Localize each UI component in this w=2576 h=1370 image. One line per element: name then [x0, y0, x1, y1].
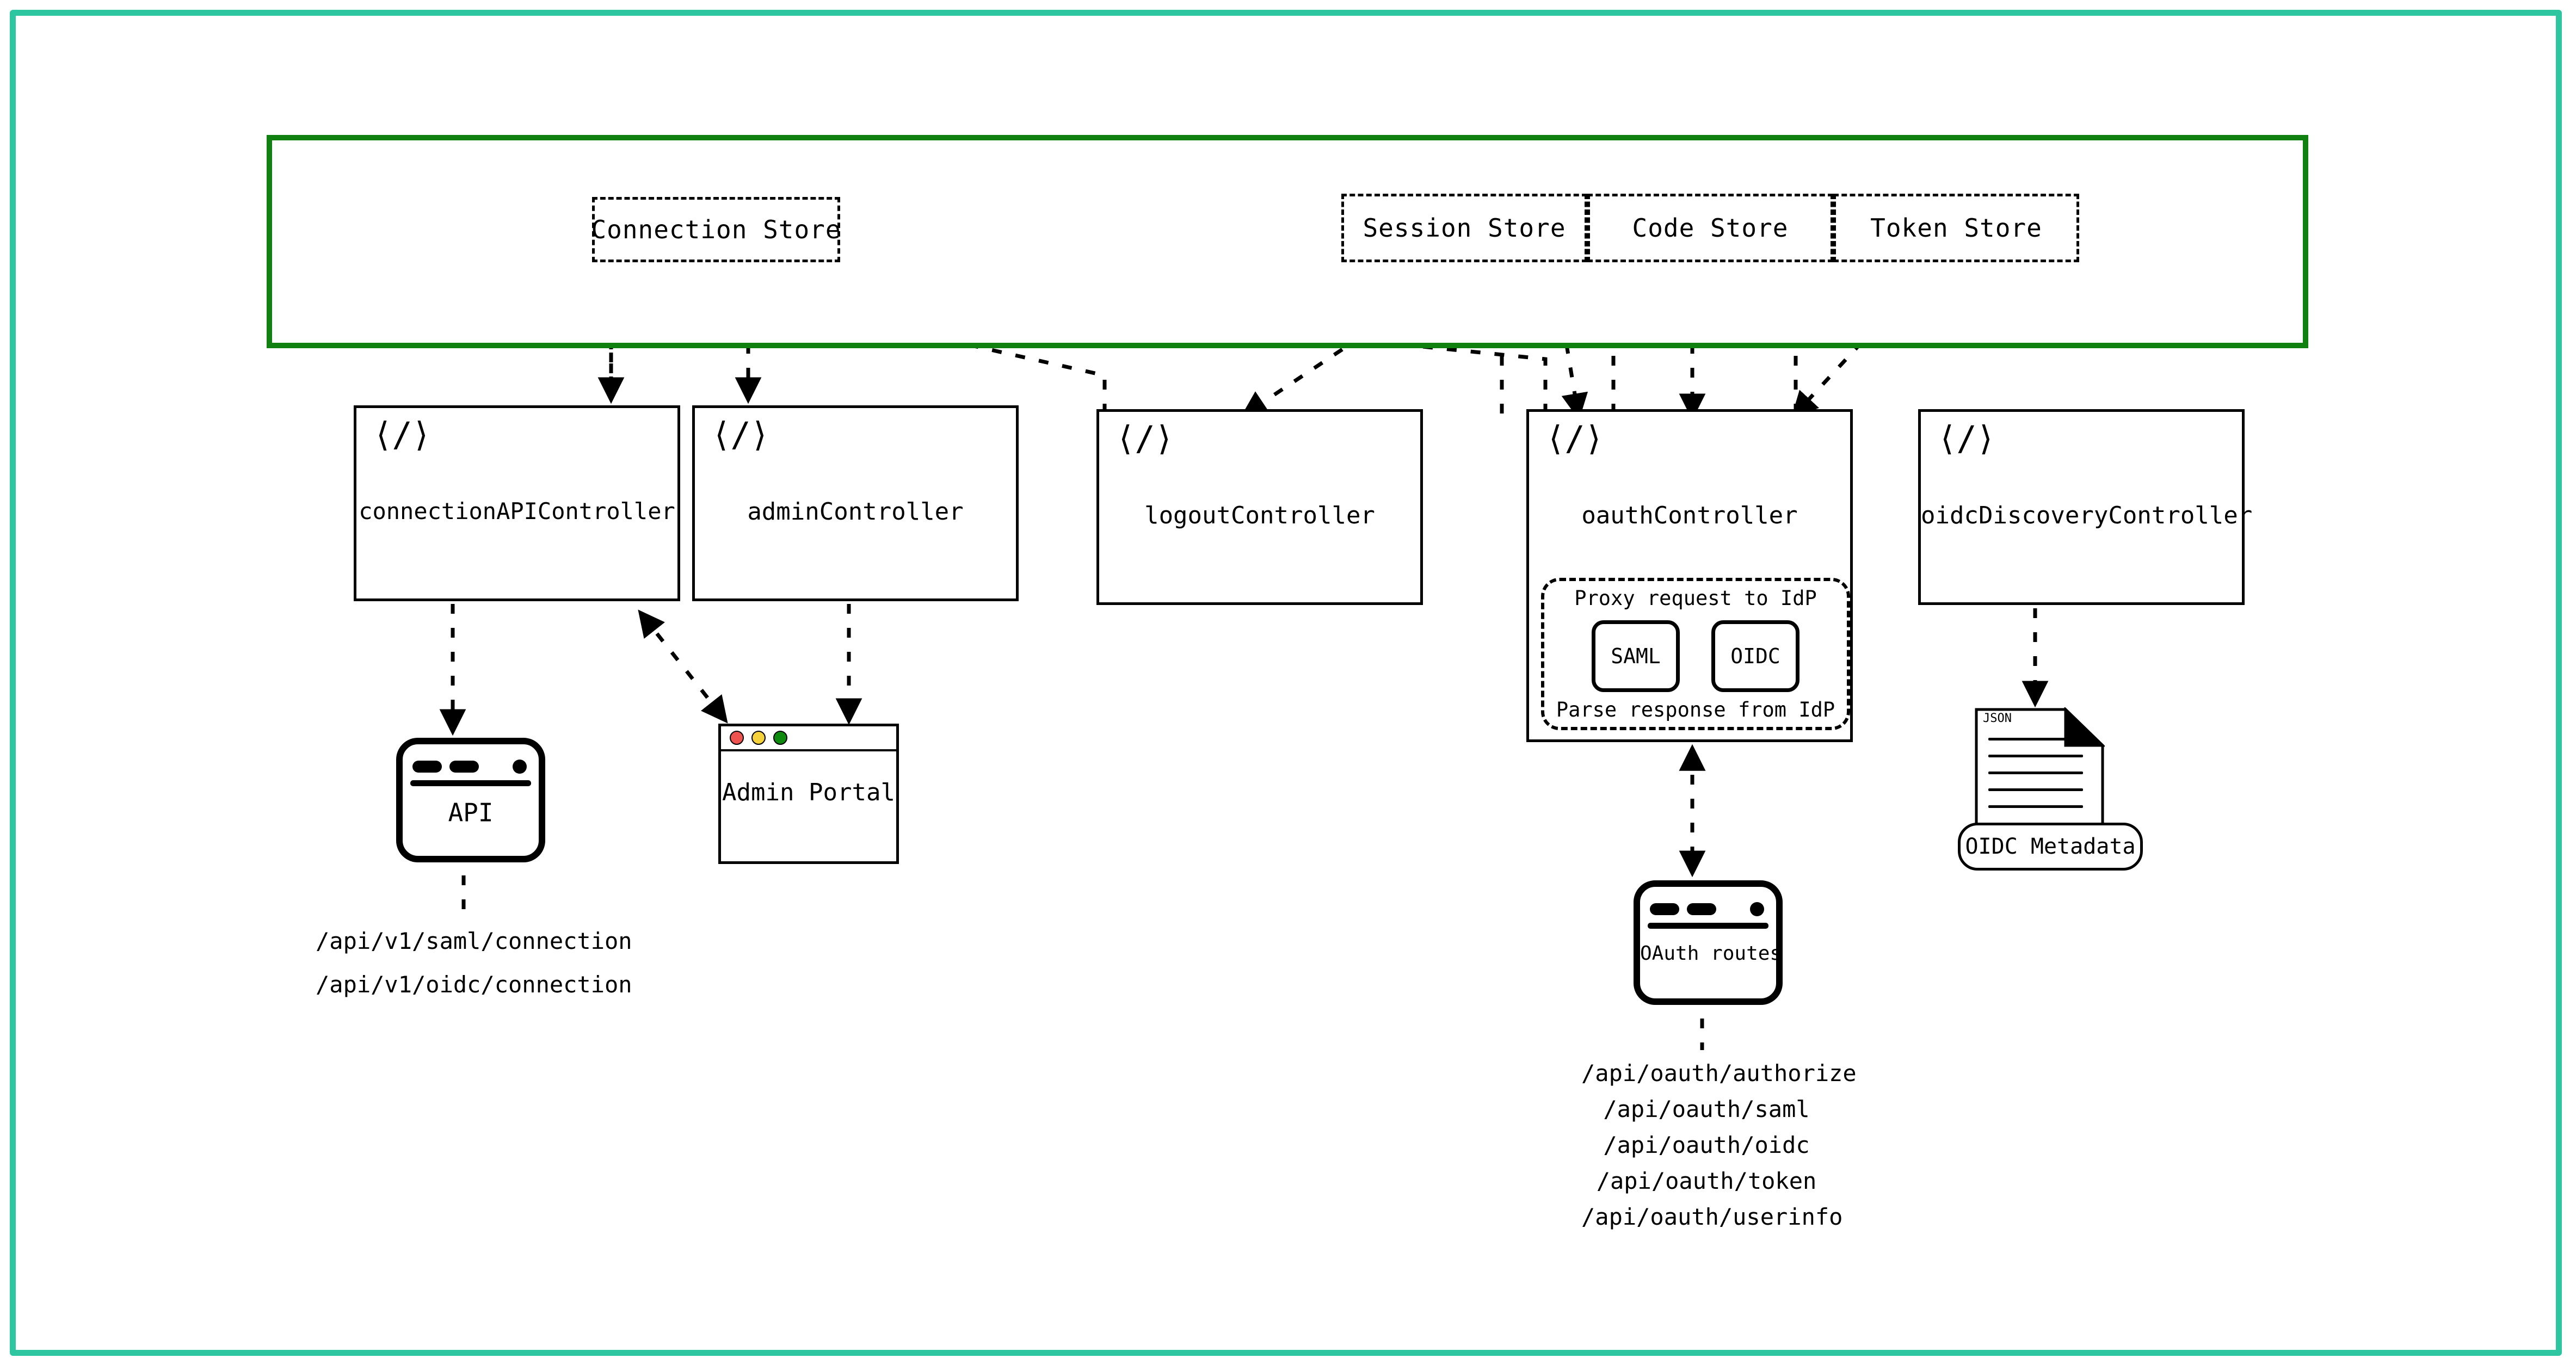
connection-api-controller-box[interactable]: ⟨/⟩ connectionAPIController — [354, 405, 680, 601]
window-control-bar-1 — [1650, 903, 1679, 915]
oauth-routes-label: OAuth routes — [1640, 942, 1782, 965]
session-store-label: Session Store — [1363, 213, 1566, 243]
controller-label: connectionAPIController — [359, 498, 675, 524]
code-store-box[interactable]: Code Store — [1587, 194, 1833, 262]
route-item: /api/v1/oidc/connection — [316, 971, 632, 998]
window-divider — [410, 780, 531, 786]
oidc-pill[interactable]: OIDC — [1711, 620, 1799, 692]
admin-portal-label: Admin Portal — [722, 779, 895, 806]
token-store-box[interactable]: Token Store — [1833, 194, 2079, 262]
maximize-dot-icon — [773, 731, 787, 745]
window-control-bar-2 — [1687, 903, 1716, 915]
connection-store-box[interactable]: Connection Store — [591, 197, 841, 262]
saml-label: SAML — [1611, 644, 1661, 668]
route-item: /api/oauth/saml — [1603, 1096, 1810, 1122]
outer-frame-border — [10, 10, 2562, 1356]
route-item: /api/oauth/token — [1596, 1168, 1817, 1194]
admin-portal-window[interactable]: Admin Portal — [718, 724, 899, 864]
connection-routes-list: /api/v1/saml/connection /api/v1/oidc/con… — [316, 919, 632, 1007]
controller-label: logoutController — [1144, 502, 1375, 529]
saml-pill[interactable]: SAML — [1592, 620, 1680, 692]
oidc-label: OIDC — [1730, 644, 1780, 668]
code-icon: ⟨/⟩ — [373, 415, 432, 454]
window-control-dot — [1750, 902, 1764, 916]
route-item: /api/v1/saml/connection — [316, 928, 632, 954]
api-label: API — [448, 798, 494, 828]
proxy-idp-box: Proxy request to IdP SAML OIDC Parse res… — [1541, 578, 1850, 730]
controller-label: adminController — [747, 498, 964, 526]
code-store-label: Code Store — [1632, 213, 1789, 243]
browser-titlebar — [721, 726, 896, 751]
proxy-request-label: Proxy request to IdP — [1574, 587, 1817, 610]
controller-label: oidcDiscoveryController — [1921, 502, 2253, 529]
oidc-metadata-text: OIDC Metadata — [1965, 834, 2136, 859]
route-item: /api/oauth/authorize — [1581, 1060, 1857, 1087]
json-type-label: JSON — [1983, 712, 2012, 725]
route-item: /api/oauth/oidc — [1603, 1132, 1810, 1158]
oidc-metadata-label[interactable]: OIDC Metadata — [1958, 823, 2143, 871]
route-item: /api/oauth/userinfo — [1581, 1204, 1843, 1230]
window-control-bar-1 — [412, 761, 442, 773]
window-titlebar — [1650, 897, 1766, 923]
code-icon: ⟨/⟩ — [1116, 418, 1174, 458]
admin-controller-box[interactable]: ⟨/⟩ adminController — [692, 405, 1019, 601]
oauth-controller-box[interactable]: ⟨/⟩ oauthController Proxy request to IdP… — [1526, 409, 1853, 742]
window-titlebar — [412, 754, 529, 780]
token-store-label: Token Store — [1870, 213, 2042, 243]
session-store-box[interactable]: Session Store — [1341, 194, 1587, 262]
logout-controller-box[interactable]: ⟨/⟩ logoutController — [1096, 409, 1423, 605]
controller-label: oauthController — [1581, 502, 1798, 529]
close-dot-icon — [730, 731, 744, 745]
code-icon: ⟨/⟩ — [711, 415, 770, 454]
oauth-routes-window-icon[interactable]: OAuth routes — [1634, 880, 1783, 1005]
window-control-bar-2 — [449, 761, 479, 773]
connection-store-label: Connection Store — [591, 215, 841, 244]
minimize-dot-icon — [751, 731, 766, 745]
code-icon: ⟨/⟩ — [1545, 418, 1604, 458]
document-lines — [1988, 738, 2083, 822]
oidc-discovery-controller-box[interactable]: ⟨/⟩ oidcDiscoveryController — [1918, 409, 2253, 605]
parse-response-label: Parse response from IdP — [1556, 698, 1835, 721]
api-window-icon[interactable]: API — [396, 738, 545, 862]
window-divider — [1648, 923, 1768, 929]
oauth-routes-list: /api/oauth/authorize /api/oauth/saml /ap… — [1581, 1056, 1857, 1235]
code-icon: ⟨/⟩ — [1937, 418, 1996, 458]
json-document-icon[interactable]: JSON — [1974, 706, 2106, 843]
window-control-dot — [513, 760, 527, 774]
